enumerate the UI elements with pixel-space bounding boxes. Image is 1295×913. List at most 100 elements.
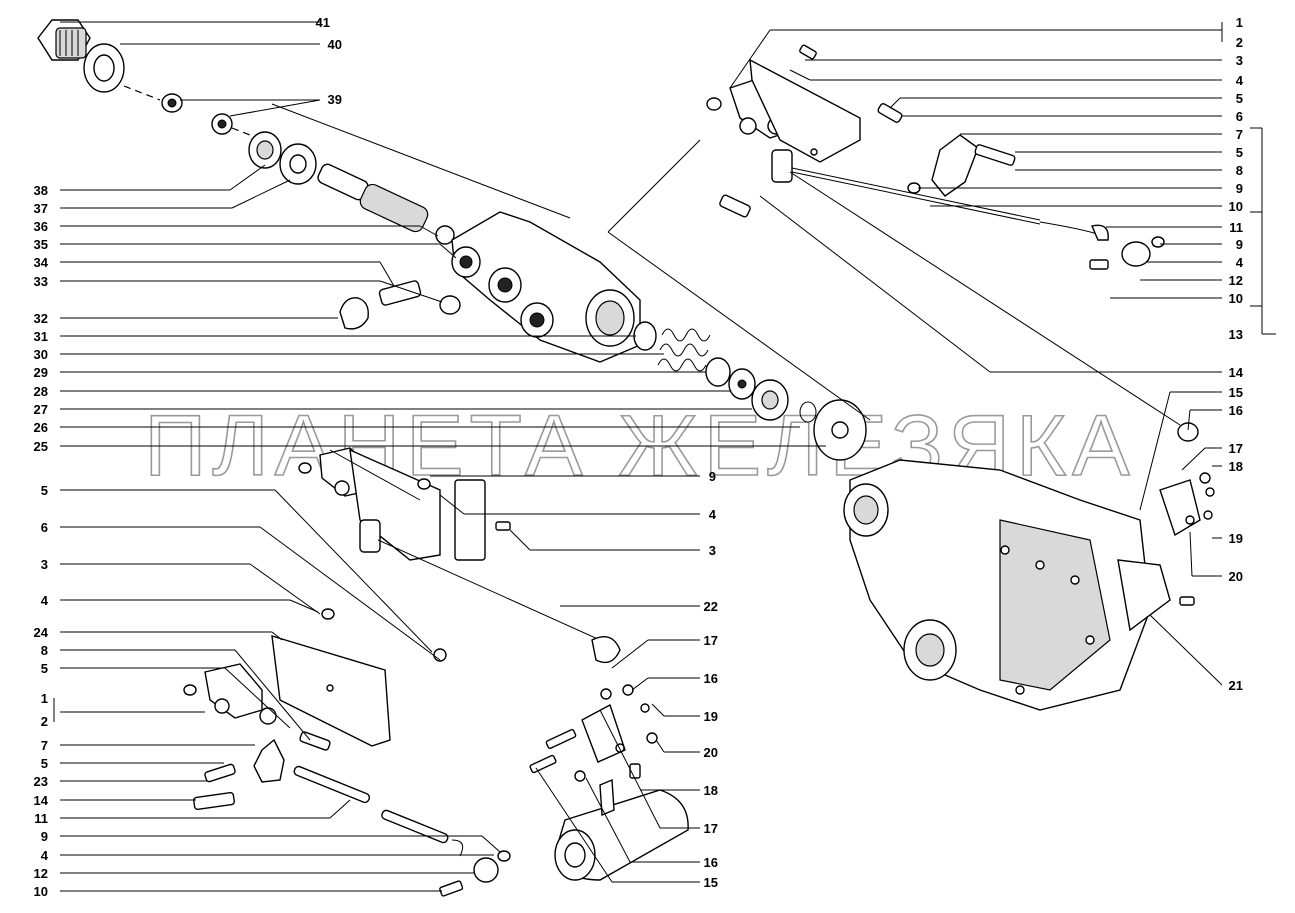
callout: 27 [34,402,48,417]
callout: 15 [704,875,718,890]
plug-33 [439,295,461,315]
callout: 17 [704,633,718,648]
callout: 18 [1229,459,1243,474]
callout: 22 [704,599,718,614]
callout: 7 [41,738,48,753]
callout: 15 [1229,385,1243,400]
seal-ring-b [211,113,233,135]
callout: 23 [34,774,48,789]
callout: 8 [1236,163,1243,178]
callout: 26 [34,420,48,435]
bolt-3-top [799,44,817,60]
callout: 29 [34,365,48,380]
axle-bracket-21 [1117,559,1195,632]
snap-ring-26 [799,401,817,423]
callout: 4 [709,507,717,522]
callout: 41 [316,15,330,30]
callout: 19 [704,709,718,724]
callout: 36 [34,219,48,234]
callouts-top-right: 1 2 3 4 5 6 7 5 8 9 10 11 9 4 12 10 13 [1229,15,1244,342]
callout: 3 [709,543,716,558]
lever-bracket-lower [529,684,658,782]
callout: 20 [704,745,718,760]
thrust-washer [279,143,317,185]
lever-link [771,149,1041,225]
callout: 14 [34,793,49,808]
callout: 5 [1236,145,1243,160]
spring-seat-29 [705,357,731,387]
clamp-12-top [1089,236,1165,270]
callout: 39 [328,92,342,107]
callout: 32 [34,311,48,326]
callout: 9 [709,469,716,484]
callout: 10 [1229,199,1243,214]
bolt-23-lower [204,763,236,783]
lever-middle [359,519,381,553]
callout: 2 [1236,35,1243,50]
callout: 16 [1229,403,1243,418]
leader-lines [53,21,1276,892]
callout: 10 [1229,291,1243,306]
callout: 14 [1229,365,1244,380]
rod-end-17-middle [591,636,621,664]
callout: 19 [1229,531,1243,546]
plug-washer [83,43,125,93]
callout: 9 [1236,181,1243,196]
callout: 30 [34,347,48,362]
callout: 13 [1229,327,1243,342]
callout: 8 [41,643,48,658]
plate-24 [271,635,391,747]
callout: 12 [34,866,48,881]
callout: 35 [34,237,48,252]
callout: 10 [34,884,48,899]
callout: 6 [1236,109,1243,124]
bracket-top-right [749,58,861,163]
o-ring-31 [633,321,657,351]
cover-cup [813,399,867,461]
callout: 3 [1236,53,1243,68]
callout: 9 [1236,237,1243,252]
bushing-5-top [877,103,903,123]
callout: 6 [41,520,48,535]
callout: 2 [41,714,48,729]
axle-tube-lower [554,778,689,881]
bracket-middle [349,448,486,561]
lever-13 [907,134,1016,197]
cap-32 [339,297,369,330]
callout: 37 [34,201,48,216]
callout: 16 [704,855,718,870]
callout: 3 [41,557,48,572]
callout: 17 [1229,441,1243,456]
callout: 1 [1236,15,1243,30]
control-rod-22 [377,539,601,641]
bolt-14-lower [193,791,235,811]
callout: 40 [328,37,342,52]
bolt-14-top [719,194,751,218]
callout: 16 [704,671,718,686]
callout: 21 [1229,678,1243,693]
fitting-34 [378,280,422,306]
callout: 18 [704,783,718,798]
callout: 20 [1229,569,1243,584]
callout: 38 [34,183,48,198]
callout: 31 [34,329,48,344]
washer-28 [728,368,756,400]
axle-housing [843,459,1151,711]
cap-nut [248,131,282,169]
rod-end-11-top [1039,221,1109,241]
rod-end-15-right [1177,422,1199,442]
callout: 11 [34,811,48,826]
clamp-12-lower [439,850,511,897]
callout: 4 [41,848,49,863]
seal-ring-a [161,93,183,113]
nut-9-middle [417,478,431,490]
callout: 11 [1229,220,1243,235]
callout: 7 [1236,127,1243,142]
callout: 25 [34,439,48,454]
bushing-27 [751,379,789,421]
callouts-left: 41 40 39 38 37 36 35 34 33 32 31 30 29 2… [34,15,342,899]
nut-pair-lower [321,608,447,662]
callouts-middle: 9 4 3 22 17 16 19 20 18 17 16 15 [704,469,718,890]
callout: 5 [1236,91,1243,106]
